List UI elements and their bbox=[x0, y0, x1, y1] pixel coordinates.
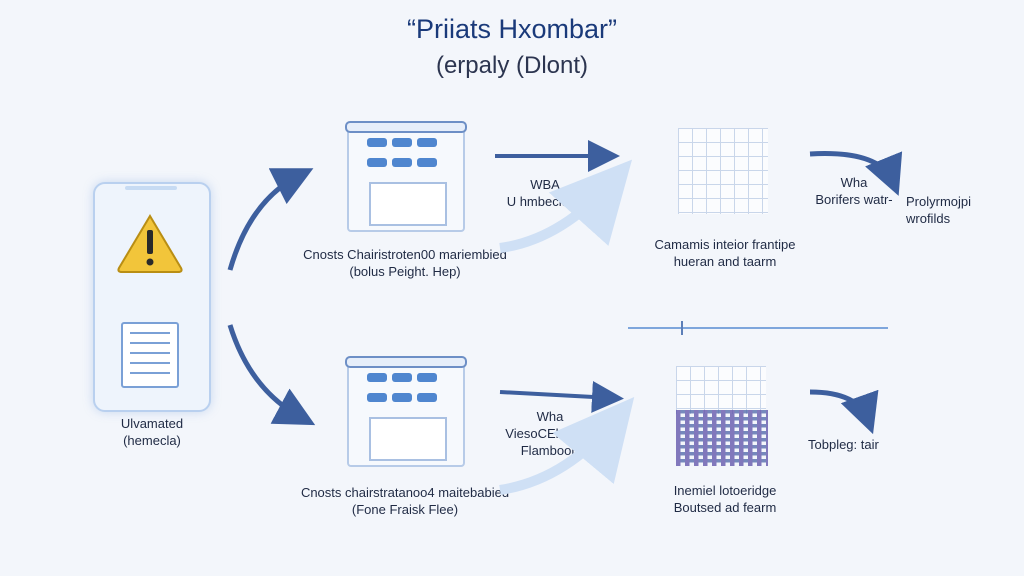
arrow-icon bbox=[227, 168, 314, 271]
bottom-crowd-caption-line-2: Boutsed ad fearm bbox=[673, 500, 777, 515]
arrow-icon bbox=[499, 396, 635, 495]
bottom-pattern-image bbox=[676, 410, 768, 466]
bottom-right-label-line-1: Tobpleg: tair bbox=[808, 437, 879, 452]
bottom-panel-caption: Cnosts chairstratanoo4 maitebabied (Fone… bbox=[298, 484, 512, 518]
device-label-line-2: (hemecla) bbox=[123, 433, 181, 448]
document-icon bbox=[121, 322, 179, 388]
diagram-subtitle: (erpaly (Dlont) bbox=[435, 52, 589, 79]
bottom-crowd-image bbox=[676, 366, 766, 414]
bottom-panel bbox=[345, 356, 467, 467]
arrow-icon bbox=[809, 389, 879, 435]
device-notch bbox=[125, 186, 177, 190]
bottom-panel-header bbox=[345, 356, 467, 368]
bottom-panel-caption-line-1: Cnosts chairstratanoo4 maitebabied bbox=[300, 485, 510, 500]
bottom-crowd-caption-line-1: Inemiel lotoeridge bbox=[673, 483, 777, 498]
top-panel-header bbox=[345, 121, 467, 133]
top-panel-grid bbox=[365, 136, 449, 176]
device-card bbox=[93, 182, 211, 412]
top-panel-caption-line-2: (bolus Peight. Hep) bbox=[349, 264, 461, 279]
diagram-title: “Priiats Hxombar” bbox=[406, 14, 618, 44]
device-label-line-1: Ulvamated bbox=[120, 416, 184, 431]
top-crowd-caption-line-2: hueran and taarm bbox=[673, 254, 777, 269]
top-panel-caption: Cnosts Chairistroten00 mariembied (bolus… bbox=[300, 246, 510, 280]
top-right-label-line-1: Wha bbox=[840, 175, 868, 190]
arrow-icon bbox=[227, 324, 316, 426]
top-panel-window bbox=[369, 182, 447, 226]
bottom-panel-caption-line-2: (Fone Fraisk Flee) bbox=[351, 502, 459, 517]
top-right-label-line-4: wrofilds bbox=[906, 211, 951, 226]
warning-icon bbox=[117, 214, 183, 273]
top-panel-caption-line-1: Cnosts Chairistroten00 mariembied bbox=[303, 247, 507, 262]
top-right-label-b: Prolyrmojpi wrofilds bbox=[906, 193, 1016, 227]
top-panel bbox=[345, 121, 467, 232]
top-crowd-caption: Camamis inteior frantipe hueran and taar… bbox=[640, 236, 810, 270]
arrow-icon bbox=[809, 151, 903, 196]
bottom-panel-grid bbox=[365, 371, 449, 411]
device-label: Ulvamated (hemecla) bbox=[92, 415, 212, 449]
bottom-right-label: Tobpleg: tair bbox=[808, 436, 928, 453]
arrow-icon bbox=[499, 380, 624, 413]
arrow-icon bbox=[499, 159, 633, 253]
top-crowd-image bbox=[678, 128, 768, 214]
top-right-label-line-3: Prolyrmojpi bbox=[906, 194, 972, 209]
bottom-panel-window bbox=[369, 417, 447, 461]
top-crowd-caption-line-1: Camamis inteior frantipe bbox=[654, 237, 796, 252]
bottom-crowd-caption: Inemiel lotoeridge Boutsed ad fearm bbox=[640, 482, 810, 516]
